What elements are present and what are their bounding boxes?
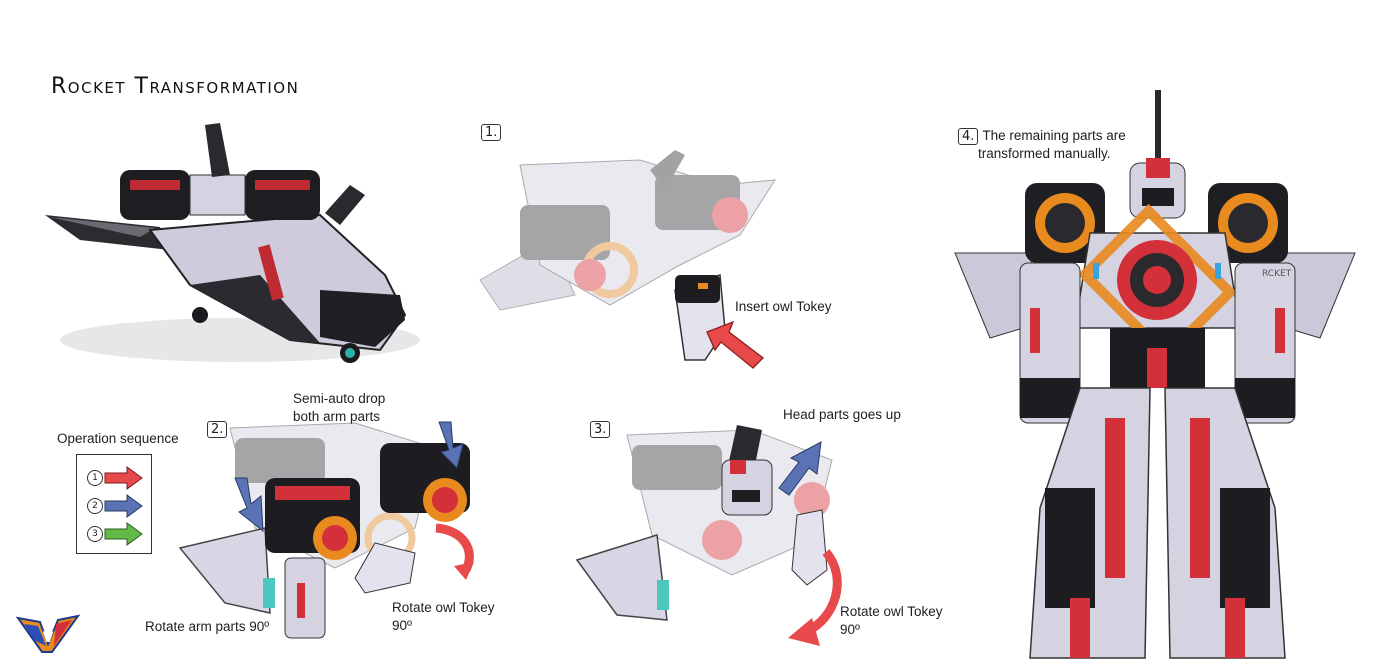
red-rotate-arrow-step-3 [788, 549, 842, 646]
blue-arrow-icon [104, 494, 143, 518]
step-1-number: 1. [481, 123, 502, 141]
step-3-number: 3. [590, 420, 611, 438]
page-title: Rocket Transformation [51, 74, 300, 99]
blue-arrow-drop-right [438, 421, 464, 469]
legend-item-1: 1 [87, 466, 145, 490]
legend-item-3: 3 [87, 522, 145, 546]
legend-number-2: 2 [87, 498, 103, 514]
legend-number-1: 1 [87, 470, 103, 486]
robot-chest-text: RCKET [1262, 269, 1292, 279]
step-4-note-line-1: The remaining parts are [982, 128, 1126, 143]
step-4-note: 4.The remaining parts are transformed ma… [958, 127, 1126, 163]
blue-arrow-drop-left [234, 477, 264, 533]
rocket-vehicle-illustration [45, 123, 420, 363]
step-2-illustration [178, 422, 470, 639]
logo-text: V [43, 630, 54, 646]
step-3-note: Head parts goes up [783, 407, 901, 422]
step-2-number: 2. [207, 420, 228, 438]
legend-title: Operation sequence [57, 431, 179, 446]
red-rotate-arrow-step-2 [435, 523, 474, 580]
legend-item-2: 2 [87, 494, 145, 518]
legend-number-3: 3 [87, 526, 103, 542]
step-2-note-line-2: both arm parts [293, 409, 381, 424]
step-1-note: Insert owl Tokey [735, 299, 832, 314]
step-2-rotate-owl: Rotate owl Tokey 90º [392, 599, 495, 635]
step-3-rotate-owl: Rotate owl Tokey 90º [840, 603, 943, 639]
red-arrow-icon [104, 466, 143, 490]
step-2-rotate-owl-line-2: 90º [392, 618, 412, 633]
step-4-note-line-2: transformed manually. [978, 146, 1111, 161]
blue-arrow-up [778, 441, 822, 496]
robot-mode-illustration: RCKET [954, 90, 1356, 659]
step-2-rotate-arm: Rotate arm parts 90º [145, 619, 270, 634]
green-arrow-icon [104, 522, 143, 546]
operation-sequence-legend: 1 2 3 [76, 454, 152, 554]
step-2-note: Semi-auto drop both arm parts [293, 390, 385, 426]
step-3-rotate-owl-line-1: Rotate owl Tokey [840, 604, 943, 619]
step-3-rotate-owl-line-2: 90º [840, 622, 860, 637]
step-2-note-line-1: Semi-auto drop [293, 391, 386, 406]
red-arrow-insert [706, 320, 764, 369]
step-1-illustration [479, 150, 776, 361]
brand-logo: V [15, 614, 81, 653]
step-2-rotate-owl-line-1: Rotate owl Tokey [392, 600, 495, 615]
step-3-illustration [575, 425, 833, 621]
